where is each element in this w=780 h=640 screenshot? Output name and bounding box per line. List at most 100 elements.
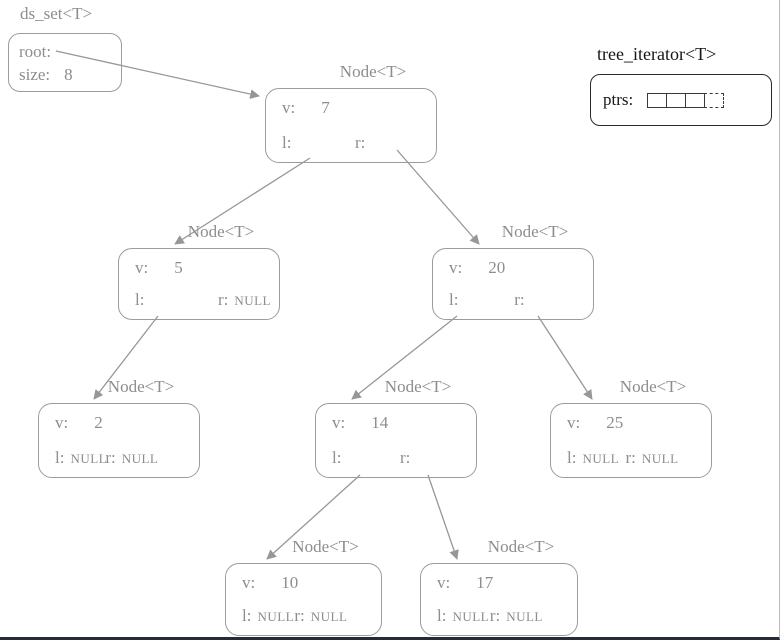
ds-set-title: ds_set<T> (20, 4, 93, 23)
right-pointer: r:NULL (218, 290, 271, 310)
value-row: v: 17 (437, 573, 493, 593)
left-pointer: l:NULL (55, 448, 107, 468)
value-row: v: 25 (567, 413, 623, 433)
v-value: 10 (281, 573, 299, 592)
r-label: r: (400, 448, 411, 467)
value-row: v: 10 (242, 573, 298, 593)
tree-node-10: Node<T> v:10 l:NULL r:NULL (225, 537, 382, 636)
pointer-row: l: r: (282, 132, 428, 153)
tree-node-25: Node<T> v: 25 l: NULL r: NULL (550, 377, 712, 478)
l-value: NULL (582, 451, 620, 466)
node-box: v: 7 l: r: (265, 88, 437, 163)
value-row: v:20 (449, 258, 505, 278)
node-type-label: Node<T> (619, 377, 687, 396)
node-type-label: Node<T> (339, 62, 407, 81)
r-value: NULL (641, 451, 679, 466)
node-box: v:2 l:NULL r: NULL (38, 403, 200, 478)
l-label: l: (135, 290, 145, 309)
right-pointer: r: NULL (105, 448, 158, 468)
tree-node-17: Node<T> v:17 l:NULL r:NULL (420, 537, 578, 636)
left-pointer: l: (332, 448, 347, 468)
ptrs-array (647, 92, 725, 108)
tree-node-2: Node<T> v:2 l:NULL r: NULL (38, 377, 200, 478)
ptr-cell (666, 92, 687, 108)
node-type-label: Node<T> (501, 222, 569, 241)
ptr-cell (685, 92, 706, 108)
right-pointer: r: NULL (625, 448, 678, 468)
l-value: NULL (452, 609, 490, 624)
pointer-row: l: r: (332, 447, 468, 468)
r-value: NULL (310, 609, 348, 624)
ds-set-box: root: size: 8 (8, 33, 122, 92)
v-value: 7 (321, 98, 330, 117)
tree-node-7: Node<T> v: 7 l: r: (265, 62, 437, 163)
size-field: size: 8 (19, 63, 111, 86)
v-label: v: (437, 573, 451, 592)
v-label: v: (242, 573, 256, 592)
v-value: 14 (371, 413, 389, 432)
right-pointer: r: (355, 133, 371, 153)
tree-node-20: Node<T> v:20 l: r: (432, 222, 594, 320)
value-row: v: 7 (282, 98, 330, 118)
pointer-row: l:NULL r: NULL (55, 447, 191, 468)
right-pointer: r: (514, 290, 530, 310)
v-value: 5 (174, 258, 183, 277)
v-value: 20 (488, 258, 506, 277)
left-pointer: l: NULL (567, 448, 619, 468)
pointer-row: l:NULL r:NULL (437, 605, 569, 626)
r-value: NULL (234, 293, 272, 308)
right-pointer: r: (400, 448, 416, 468)
ptr-cell-dashed (704, 92, 725, 108)
l-label: l: (437, 606, 447, 625)
r-value: NULL (506, 609, 543, 624)
r-label: r: (625, 448, 636, 467)
node-type-label: Node<T> (107, 377, 175, 396)
node-box: v: 14 l: r: (315, 403, 477, 478)
root-label: root: (19, 42, 52, 61)
root-field: root: (19, 40, 111, 63)
node-box: v:17 l:NULL r:NULL (420, 563, 578, 636)
tree-iterator-title: tree_iterator<T> (597, 44, 717, 64)
ptrs-label: ptrs: (603, 90, 634, 109)
node-box: v: 25 l: NULL r: NULL (550, 403, 712, 478)
pointer-row: l:NULL r:NULL (242, 605, 373, 626)
l-value: NULL (257, 609, 295, 624)
tree-node-5: Node<T> v:5 l: r:NULL (118, 222, 280, 320)
size-label: size: (19, 65, 51, 84)
node-box: v:20 l: r: (432, 248, 594, 320)
v-label: v: (567, 413, 581, 432)
r-label: r: (489, 606, 501, 625)
value-row: v:2 (55, 413, 103, 433)
left-pointer: l: (449, 290, 464, 310)
r-label: r: (355, 133, 366, 152)
node-type-label: Node<T> (487, 537, 555, 556)
pointer-row: l: NULL r: NULL (567, 447, 703, 468)
pointer-row: l: r:NULL (135, 289, 271, 310)
left-pointer: l: NULL (437, 606, 489, 626)
l-label: l: (332, 448, 342, 467)
left-pointer: l: (282, 133, 297, 153)
node-box: v:10 l:NULL r:NULL (225, 563, 382, 636)
size-value: 8 (64, 65, 73, 84)
node-box: v: 5 l: r:NULL (118, 248, 280, 320)
v-label: v: (332, 413, 346, 432)
node-type-label: Node<T> (384, 377, 452, 396)
l-label: l: (242, 606, 252, 625)
r-label: r: (105, 448, 116, 467)
value-row: v: 14 (332, 413, 388, 433)
l-label: l: (567, 448, 577, 467)
l-label: l: (449, 290, 459, 309)
v-label: v: (282, 98, 296, 117)
right-pointer: r: NULL (294, 606, 347, 626)
right-pointer: r: NULL (490, 606, 543, 626)
r-label: r: (514, 290, 525, 309)
l-label: l: (282, 133, 292, 152)
r-label: r: (294, 606, 305, 625)
v-value: 25 (606, 413, 624, 432)
r-value: NULL (121, 451, 159, 466)
v-label: v: (135, 258, 149, 277)
v-value: 17 (476, 573, 494, 592)
pointer-row: l: r: (449, 289, 585, 310)
v-label: v: (55, 413, 69, 432)
